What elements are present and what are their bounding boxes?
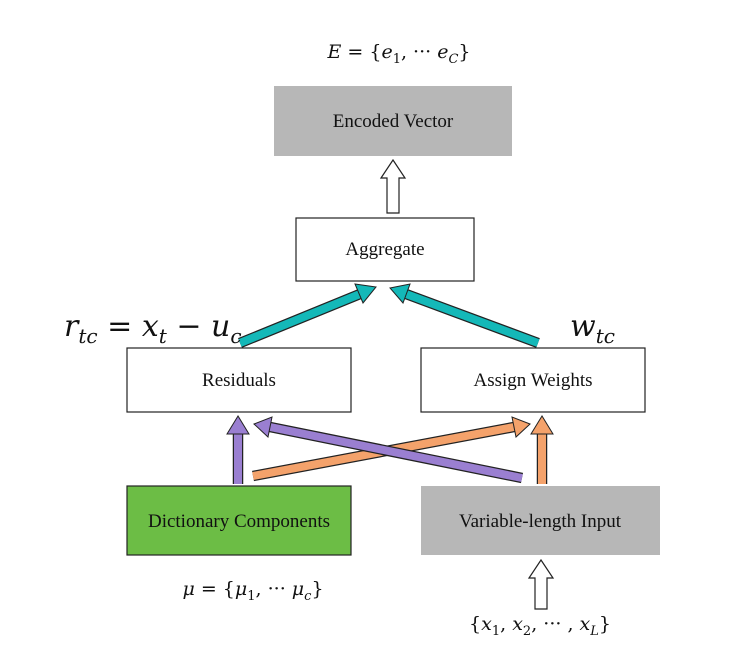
residuals-label: Residuals (202, 370, 276, 391)
purple-arrow-dictionary-to-residuals (226, 415, 250, 484)
purple-arrow-input-to-residuals (253, 416, 524, 484)
aggregate-label: Aggregate (345, 239, 424, 260)
hollow-arrow-aggregate-to-encoded (379, 158, 407, 214)
variable-length-input-node: Variable-length Input (421, 486, 660, 555)
hollow-arrow-input-upward (527, 558, 555, 610)
weight-formula: wtc (570, 309, 615, 348)
aggregate-node: Aggregate (295, 217, 475, 282)
residual-formula: rtc = xt − uc (64, 309, 242, 348)
encoded-vector-node: Encoded Vector (274, 86, 512, 156)
teal-arrow-residuals-to-aggregate (238, 283, 377, 348)
dictionary-set-formula: μ = {μ1, ··· μc} (182, 578, 323, 604)
dictionary-components-label: Dictionary Components (148, 511, 330, 532)
assign-weights-label: Assign Weights (474, 370, 593, 391)
residuals-node: Residuals (126, 347, 352, 413)
orange-arrow-input-to-weights (530, 415, 554, 484)
dictionary-components-node: Dictionary Components (126, 485, 352, 556)
residuals-box (126, 347, 352, 413)
dictionary-components-box (126, 485, 352, 556)
assign-weights-box (420, 347, 646, 413)
assign-weights-node: Assign Weights (420, 347, 646, 413)
encoded-vector-box (274, 86, 512, 156)
aggregate-box (295, 217, 475, 282)
variable-length-input-label: Variable-length Input (459, 511, 622, 532)
encoded-vector-label: Encoded Vector (333, 111, 454, 132)
variable-length-input-box (421, 486, 660, 555)
input-set-formula: {x1, x2, ··· , xL} (469, 613, 611, 639)
teal-arrow-weights-to-aggregate (389, 283, 540, 348)
encoded-set-formula: E = {e1, ··· eC} (326, 41, 470, 67)
